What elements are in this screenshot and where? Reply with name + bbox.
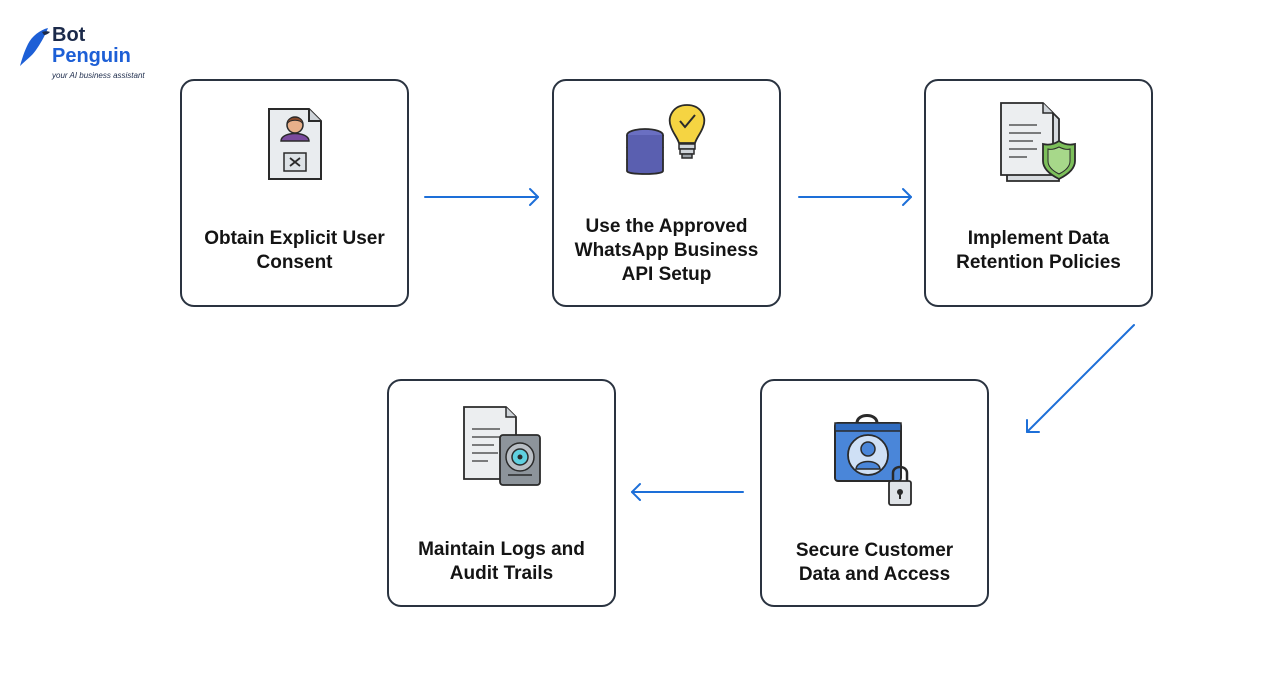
database-lightbulb-icon — [625, 104, 705, 175]
arrow-step2-to-step3 — [798, 188, 912, 206]
bot-penguin-logo: Bot Penguin your AI business assistant — [18, 24, 148, 82]
step-label: Maintain Logs and Audit Trails — [418, 539, 585, 584]
step-card-whatsapp-api: Use the Approved WhatsApp Business API S… — [552, 79, 781, 307]
step-label: Implement Data Retention Policies — [956, 228, 1121, 273]
logo-text-penguin: Penguin — [52, 45, 131, 67]
step-card-obtain-consent: Obtain Explicit User Consent — [180, 79, 409, 307]
arrow-step1-to-step2 — [424, 188, 539, 206]
step-label: Use the Approved WhatsApp Business API S… — [574, 216, 759, 285]
document-shield-icon — [999, 102, 1076, 182]
logo-tagline: your AI business assistant — [52, 71, 145, 80]
document-audit-icon — [462, 406, 541, 486]
step-label: Obtain Explicit User Consent — [204, 228, 385, 273]
step-card-logs-audit: Maintain Logs and Audit Trails — [387, 379, 616, 607]
user-profile-lock-icon — [833, 414, 912, 506]
penguin-logo-icon — [20, 28, 50, 66]
step-card-secure-data: Secure Customer Data and Access — [760, 379, 989, 607]
logo-text-bot: Bot — [52, 24, 86, 46]
arrow-step3-to-step4 — [1026, 324, 1135, 433]
arrow-step4-to-step5 — [631, 483, 744, 501]
step-label: Secure Customer Data and Access — [795, 540, 954, 585]
step-card-data-retention: Implement Data Retention Policies — [924, 79, 1153, 307]
consent-document-icon — [267, 108, 322, 180]
